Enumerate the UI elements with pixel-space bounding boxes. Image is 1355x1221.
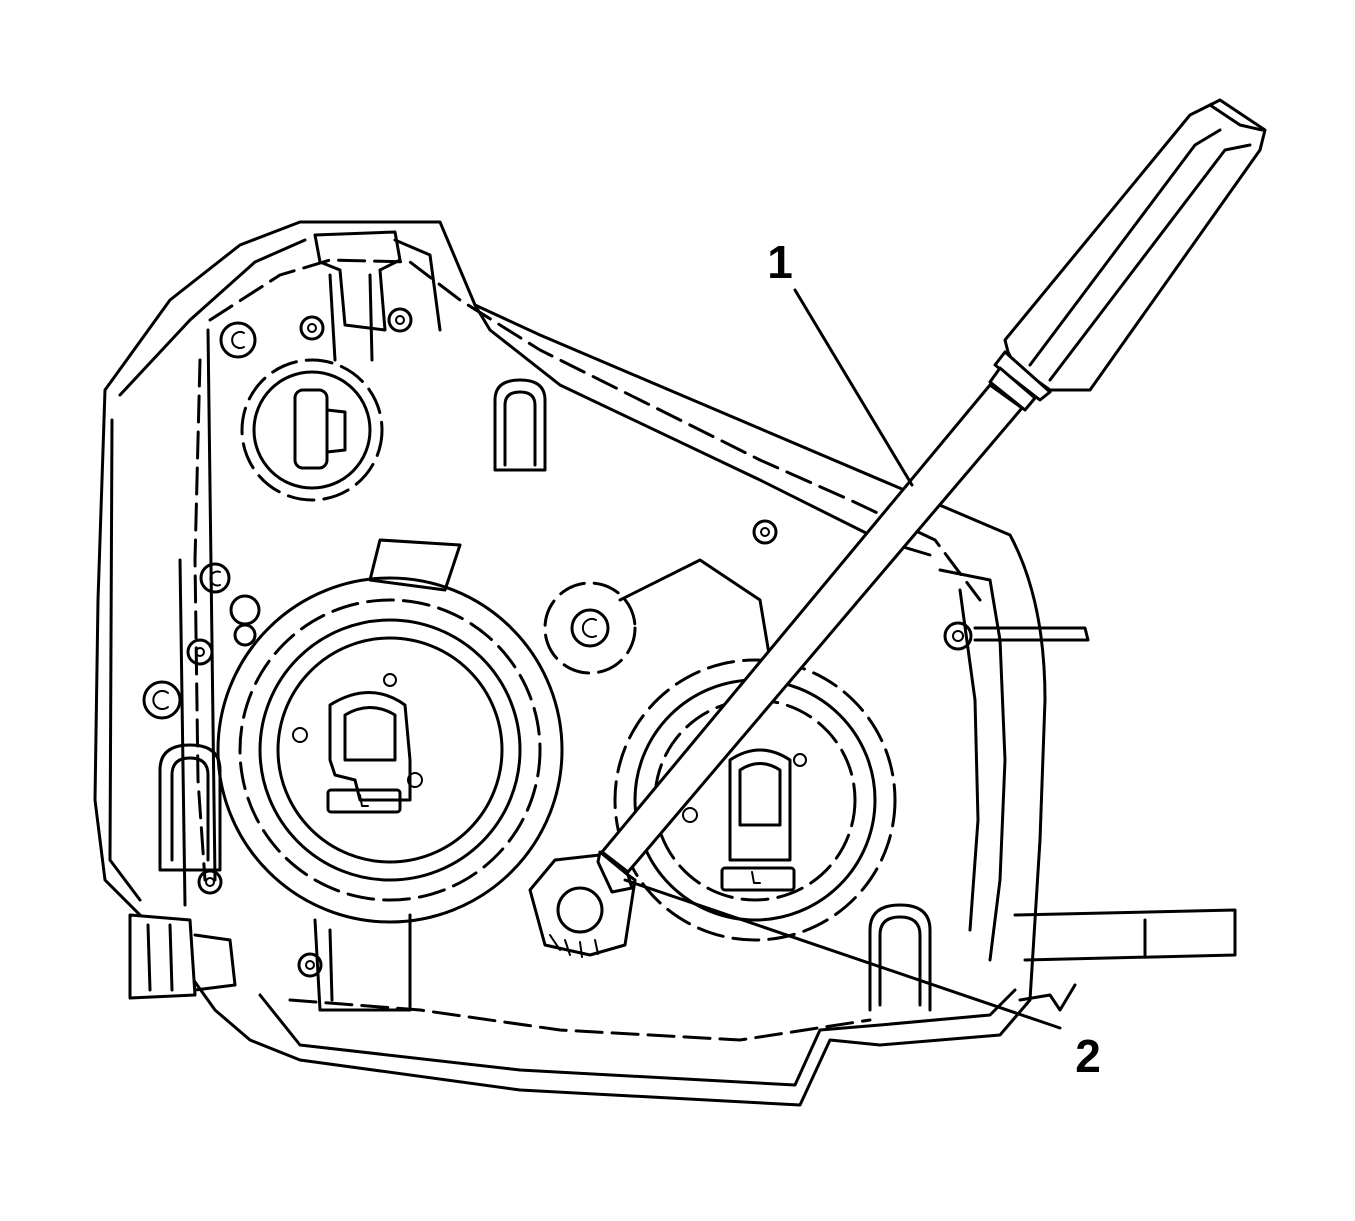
mounting-screws [142,307,973,978]
high-beam-socket [613,658,897,942]
headlamp-housing [93,220,1047,1107]
leader-line-2 [623,878,1062,1030]
callout-1: 1 [767,236,793,288]
top-connector [313,230,442,362]
low-beam-socket [216,576,564,924]
callout-2: 2 [1075,1030,1101,1082]
adjuster-bracket [368,538,772,675]
screwdriver [596,98,1267,894]
upper-bulb-socket [240,358,384,502]
side-connector [128,913,237,1000]
retaining-tab-upper [493,378,547,472]
mounting-arm [973,626,1237,1012]
retaining-tab-bottom [868,903,932,1012]
leader-line-1 [793,288,914,487]
retaining-tab-lower-left [158,743,222,872]
bottom-connector [313,913,412,1012]
